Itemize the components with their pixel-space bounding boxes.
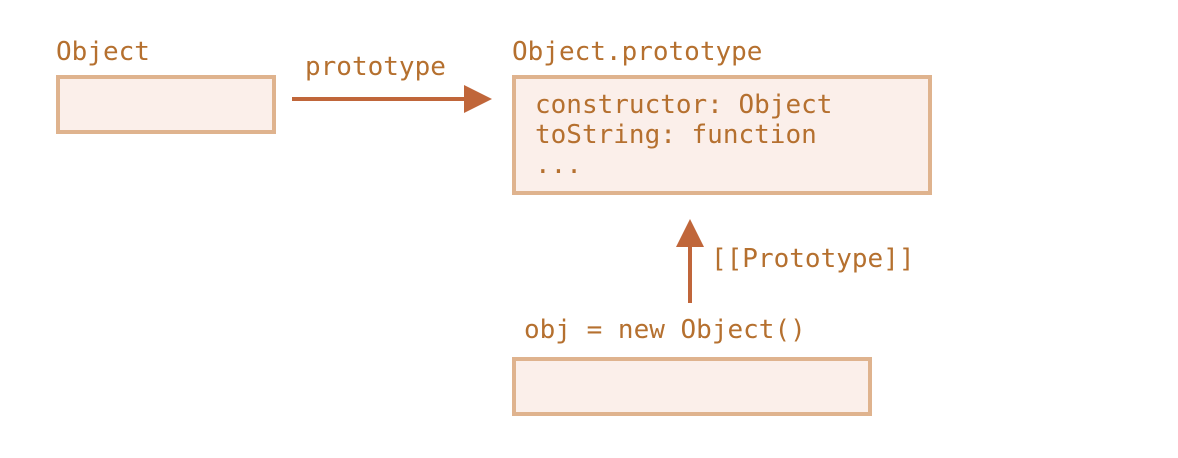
object-prototype-title: Object.prototype: [512, 37, 763, 67]
obj-title: obj = new Object(): [524, 315, 806, 345]
object-prototype-box: constructor: Object toString: function .…: [512, 75, 932, 195]
prototype-arrow: [292, 85, 492, 113]
object-box: [56, 75, 276, 134]
object-prototype-constructor-line: constructor: Object: [535, 90, 833, 120]
object-prototype-ellipsis-line: ...: [535, 150, 582, 180]
prototype-arrow-label: prototype: [305, 52, 446, 82]
proto-link-arrow: [676, 219, 704, 303]
obj-box: [512, 357, 872, 416]
proto-link-label: [[Prototype]]: [711, 244, 915, 274]
object-title: Object: [56, 37, 150, 67]
object-prototype-tostring-line: toString: function: [535, 120, 817, 150]
